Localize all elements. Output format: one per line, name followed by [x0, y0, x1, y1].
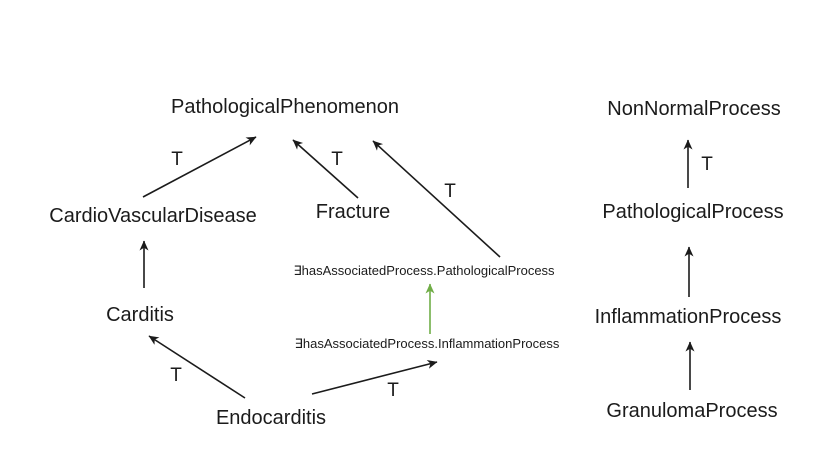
- edge-label-fracture-to-pathologicalphenomenon: T: [331, 149, 343, 170]
- edge-label-existspathologicalprocess-to-pathologicalphenomenon: T: [444, 181, 456, 202]
- edge-cardiovasculardisease-to-pathologicalphenomenon: [142, 136, 257, 198]
- edge-existspathologicalprocess-to-pathologicalphenomenon: [372, 140, 501, 258]
- node-exists-has-associated-process-pathological-process: ∃hasAssociatedProcess.PathologicalProces…: [293, 262, 555, 278]
- node-carditis: Carditis: [106, 304, 174, 326]
- edge-fracture-to-pathologicalphenomenon: [292, 139, 359, 199]
- node-endocarditis: Endocarditis: [215, 407, 327, 429]
- edge-label-endocarditis-to-existsinflammationprocess: T: [387, 380, 399, 401]
- node-granuloma-process: GranulomaProcess: [606, 400, 778, 422]
- node-exists-has-associated-process-inflammation-process: ∃hasAssociatedProcess.InflammationProces…: [294, 335, 560, 351]
- edge-label-endocarditis-to-carditis: T: [170, 365, 182, 386]
- node-pathological-phenomenon: PathologicalPhenomenon: [171, 96, 399, 118]
- edge-label-pathologicalprocess-to-nonnormalprocess: T: [701, 154, 713, 175]
- node-non-normal-process: NonNormalProcess: [607, 98, 781, 120]
- node-inflammation-process: InflammationProcess: [594, 306, 782, 328]
- edge-label-cardiovasculardisease-to-pathologicalphenomenon: T: [171, 149, 183, 170]
- node-fracture: Fracture: [315, 201, 391, 223]
- edge-endocarditis-to-carditis: [148, 335, 246, 399]
- edge-endocarditis-to-existsinflammationprocess: [311, 359, 438, 395]
- node-pathological-process: PathologicalProcess: [602, 201, 784, 223]
- node-cardio-vascular-disease: CardioVascularDisease: [49, 205, 257, 227]
